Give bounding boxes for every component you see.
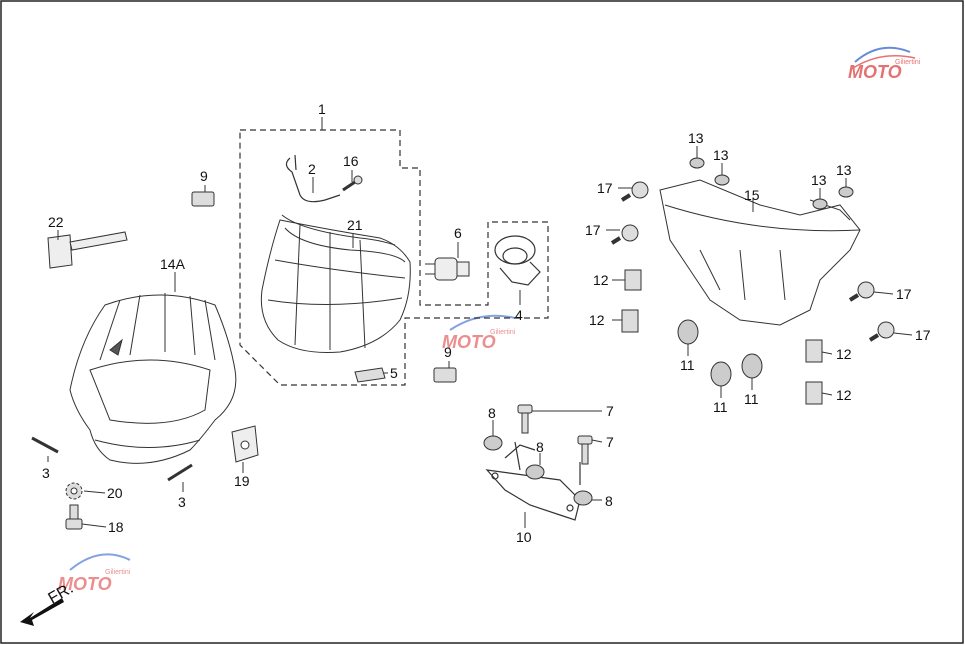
callout-p9b: 9 — [444, 344, 452, 360]
callout-p13d: 13 — [836, 162, 852, 178]
callout-p13c: 13 — [811, 172, 827, 188]
callout-p8a: 8 — [488, 405, 496, 421]
callout-p12a: 12 — [593, 272, 609, 288]
callout-p20: 20 — [107, 485, 123, 501]
callout-p13a: 13 — [688, 130, 704, 146]
strap-22-drawing — [47, 231, 128, 269]
watermark-subtext-bottom: Giliertini — [105, 569, 131, 576]
bracket-19-drawing — [231, 425, 259, 463]
callout-p3b: 3 — [178, 494, 186, 510]
clip-5-drawing — [354, 367, 386, 383]
callout-p14a: 14A — [160, 256, 186, 272]
screw-17-drawings — [610, 181, 895, 342]
callout-p21: 21 — [347, 217, 363, 233]
watermark-logo: MOTO Giliertini — [848, 46, 921, 82]
callout-p15: 15 — [744, 187, 760, 203]
headlight-lens-drawing — [260, 214, 411, 353]
callout-p12b: 12 — [589, 312, 605, 328]
pin-3-right-drawing — [167, 463, 193, 482]
callout-p19: 19 — [234, 473, 250, 489]
washer-20-drawing — [65, 482, 83, 500]
callout-p18: 18 — [108, 519, 124, 535]
watermark-logo-bottom: MOTO Giliertini — [58, 553, 131, 594]
clip-12-drawings — [621, 269, 823, 405]
watermark-text-bottom: MOTO — [58, 574, 112, 594]
callout-p1: 1 — [318, 101, 326, 117]
callout-p17d: 17 — [915, 327, 931, 343]
watermark-subtext-middle: Giliertini — [490, 329, 516, 336]
callout-p9a: 9 — [200, 168, 208, 184]
assembly-group-outline — [239, 129, 549, 386]
grommet-13-drawings — [689, 157, 854, 210]
callout-p7b: 7 — [606, 434, 614, 450]
nut-9-middle-drawing — [433, 367, 457, 383]
callout-p2: 2 — [308, 161, 316, 177]
callout-p13b: 13 — [713, 147, 729, 163]
watermark-subtext: Giliertini — [895, 59, 921, 66]
front-cowl-drawing — [69, 293, 237, 464]
leader-lines — [47, 117, 913, 528]
front-direction-arrow — [20, 598, 64, 626]
callout-p3a: 3 — [42, 465, 50, 481]
pin-3-left-drawing — [31, 436, 59, 454]
bolt-7-drawings — [517, 404, 593, 465]
callout-p22: 22 — [48, 214, 64, 230]
wire-clip-drawing — [285, 154, 341, 203]
callout-p12d: 12 — [836, 387, 852, 403]
callout-p16: 16 — [343, 153, 359, 169]
callout-p6: 6 — [454, 225, 462, 241]
callout-p8c: 8 — [605, 493, 613, 509]
inner-bracket-15-drawing — [659, 179, 861, 326]
screw-16-drawing — [342, 175, 363, 192]
bolt-18-drawing — [65, 504, 83, 530]
watermark-logo-middle: MOTO Giliertini — [442, 314, 516, 352]
callout-labels: 1 2 3 3 4 5 6 7 7 8 8 8 9 9 10 11 11 11 … — [42, 101, 931, 607]
mount-plate-10-drawing — [485, 441, 581, 521]
socket-drawing — [494, 235, 541, 286]
callout-p10: 10 — [516, 529, 532, 545]
callout-p12c: 12 — [836, 346, 852, 362]
callout-p7a: 7 — [606, 403, 614, 419]
rubber-11-drawings — [677, 319, 763, 387]
bulb-drawing — [425, 257, 470, 281]
callout-p11c: 11 — [744, 391, 759, 407]
callout-p11a: 11 — [680, 357, 695, 373]
callout-p8b: 8 — [536, 439, 544, 455]
callout-p17c: 17 — [896, 286, 912, 302]
watermark-text: MOTO — [848, 62, 902, 82]
callout-p11b: 11 — [713, 399, 728, 415]
callout-p5: 5 — [390, 365, 398, 381]
watermark-text-middle: MOTO — [442, 332, 496, 352]
callout-p17a: 17 — [597, 180, 613, 196]
callout-p17b: 17 — [585, 222, 601, 238]
callout-p4: 4 — [515, 307, 523, 323]
nut-9-top-drawing — [191, 191, 215, 207]
nut-8-drawings — [483, 435, 593, 506]
